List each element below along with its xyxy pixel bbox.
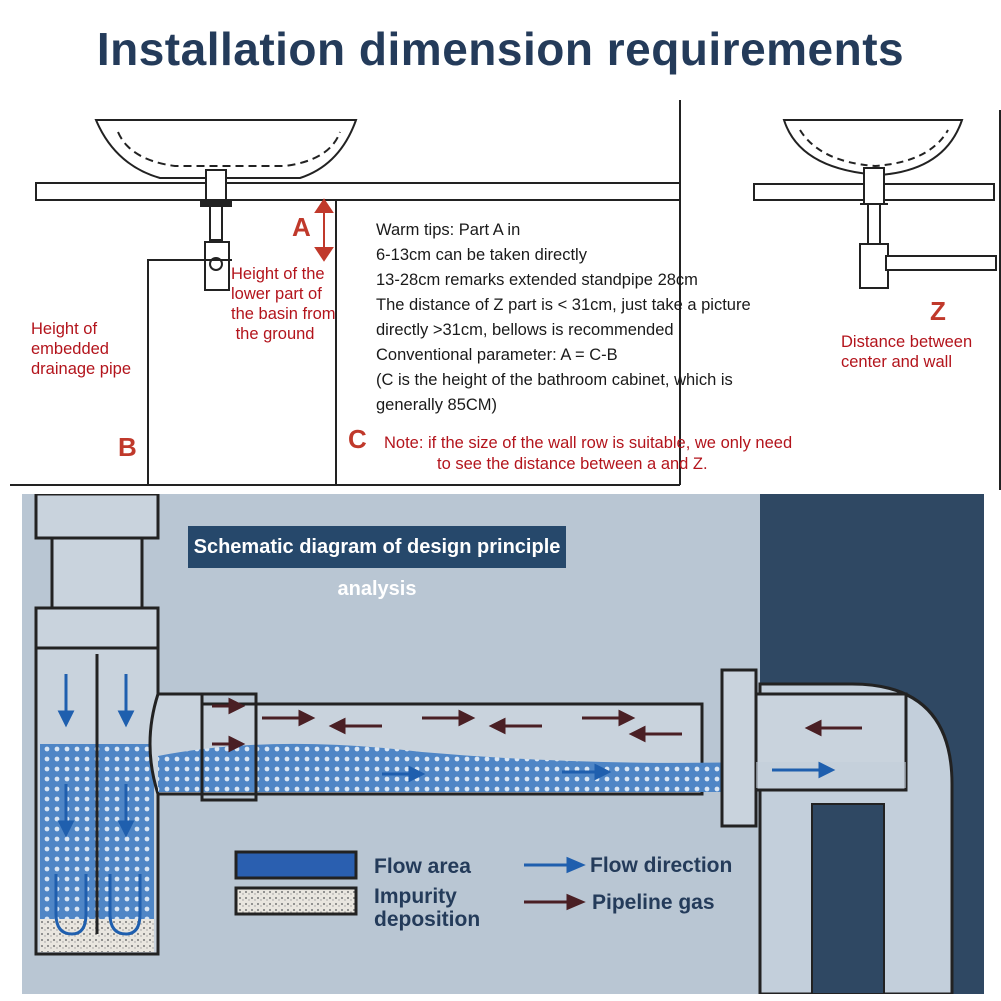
impurity-swatch bbox=[234, 886, 358, 916]
schematic-drawing bbox=[34, 494, 984, 994]
arrow-a bbox=[314, 198, 334, 262]
label-c: C bbox=[348, 424, 367, 454]
flow-area-swatch bbox=[234, 850, 358, 880]
right-basin bbox=[782, 119, 964, 177]
schematic-panel: Schematic diagram of design principle an… bbox=[22, 494, 984, 994]
installation-drawing bbox=[10, 100, 1001, 490]
left-countertop bbox=[35, 182, 681, 201]
legend-flow-direction: Flow direction bbox=[590, 854, 733, 877]
left-drain bbox=[200, 169, 232, 291]
note: Note: if the size of the wall row is sui… bbox=[384, 434, 793, 473]
warm-tips: Warm tips: Part A in 6-13cm can be taken… bbox=[376, 221, 751, 414]
drain-height-label: Height of embedded drainage pipe bbox=[31, 320, 131, 378]
page-title: Installation dimension requirements bbox=[96, 23, 905, 75]
wall-distance-label: Distance between center and wall bbox=[841, 333, 973, 371]
schematic-banner: Schematic diagram of design principle an… bbox=[188, 526, 566, 600]
pipeline-gas-arrow-icon bbox=[524, 893, 586, 911]
label-z: Z bbox=[930, 296, 946, 326]
dimension-lines bbox=[10, 100, 681, 486]
left-basin bbox=[94, 119, 358, 179]
basin-height-label: Height of the lower part of the basin fr… bbox=[231, 265, 336, 343]
label-b: B bbox=[118, 432, 137, 462]
flow-direction-arrow-icon bbox=[524, 856, 586, 874]
legend-flow-area: Flow area bbox=[374, 855, 471, 878]
legend-impurity: Impurity deposition bbox=[374, 885, 481, 931]
right-drain bbox=[859, 167, 997, 289]
legend-pipeline-gas: Pipeline gas bbox=[592, 891, 715, 914]
gas-arrows bbox=[212, 697, 862, 753]
label-a: A bbox=[292, 212, 311, 242]
flow-arrows bbox=[57, 674, 836, 838]
